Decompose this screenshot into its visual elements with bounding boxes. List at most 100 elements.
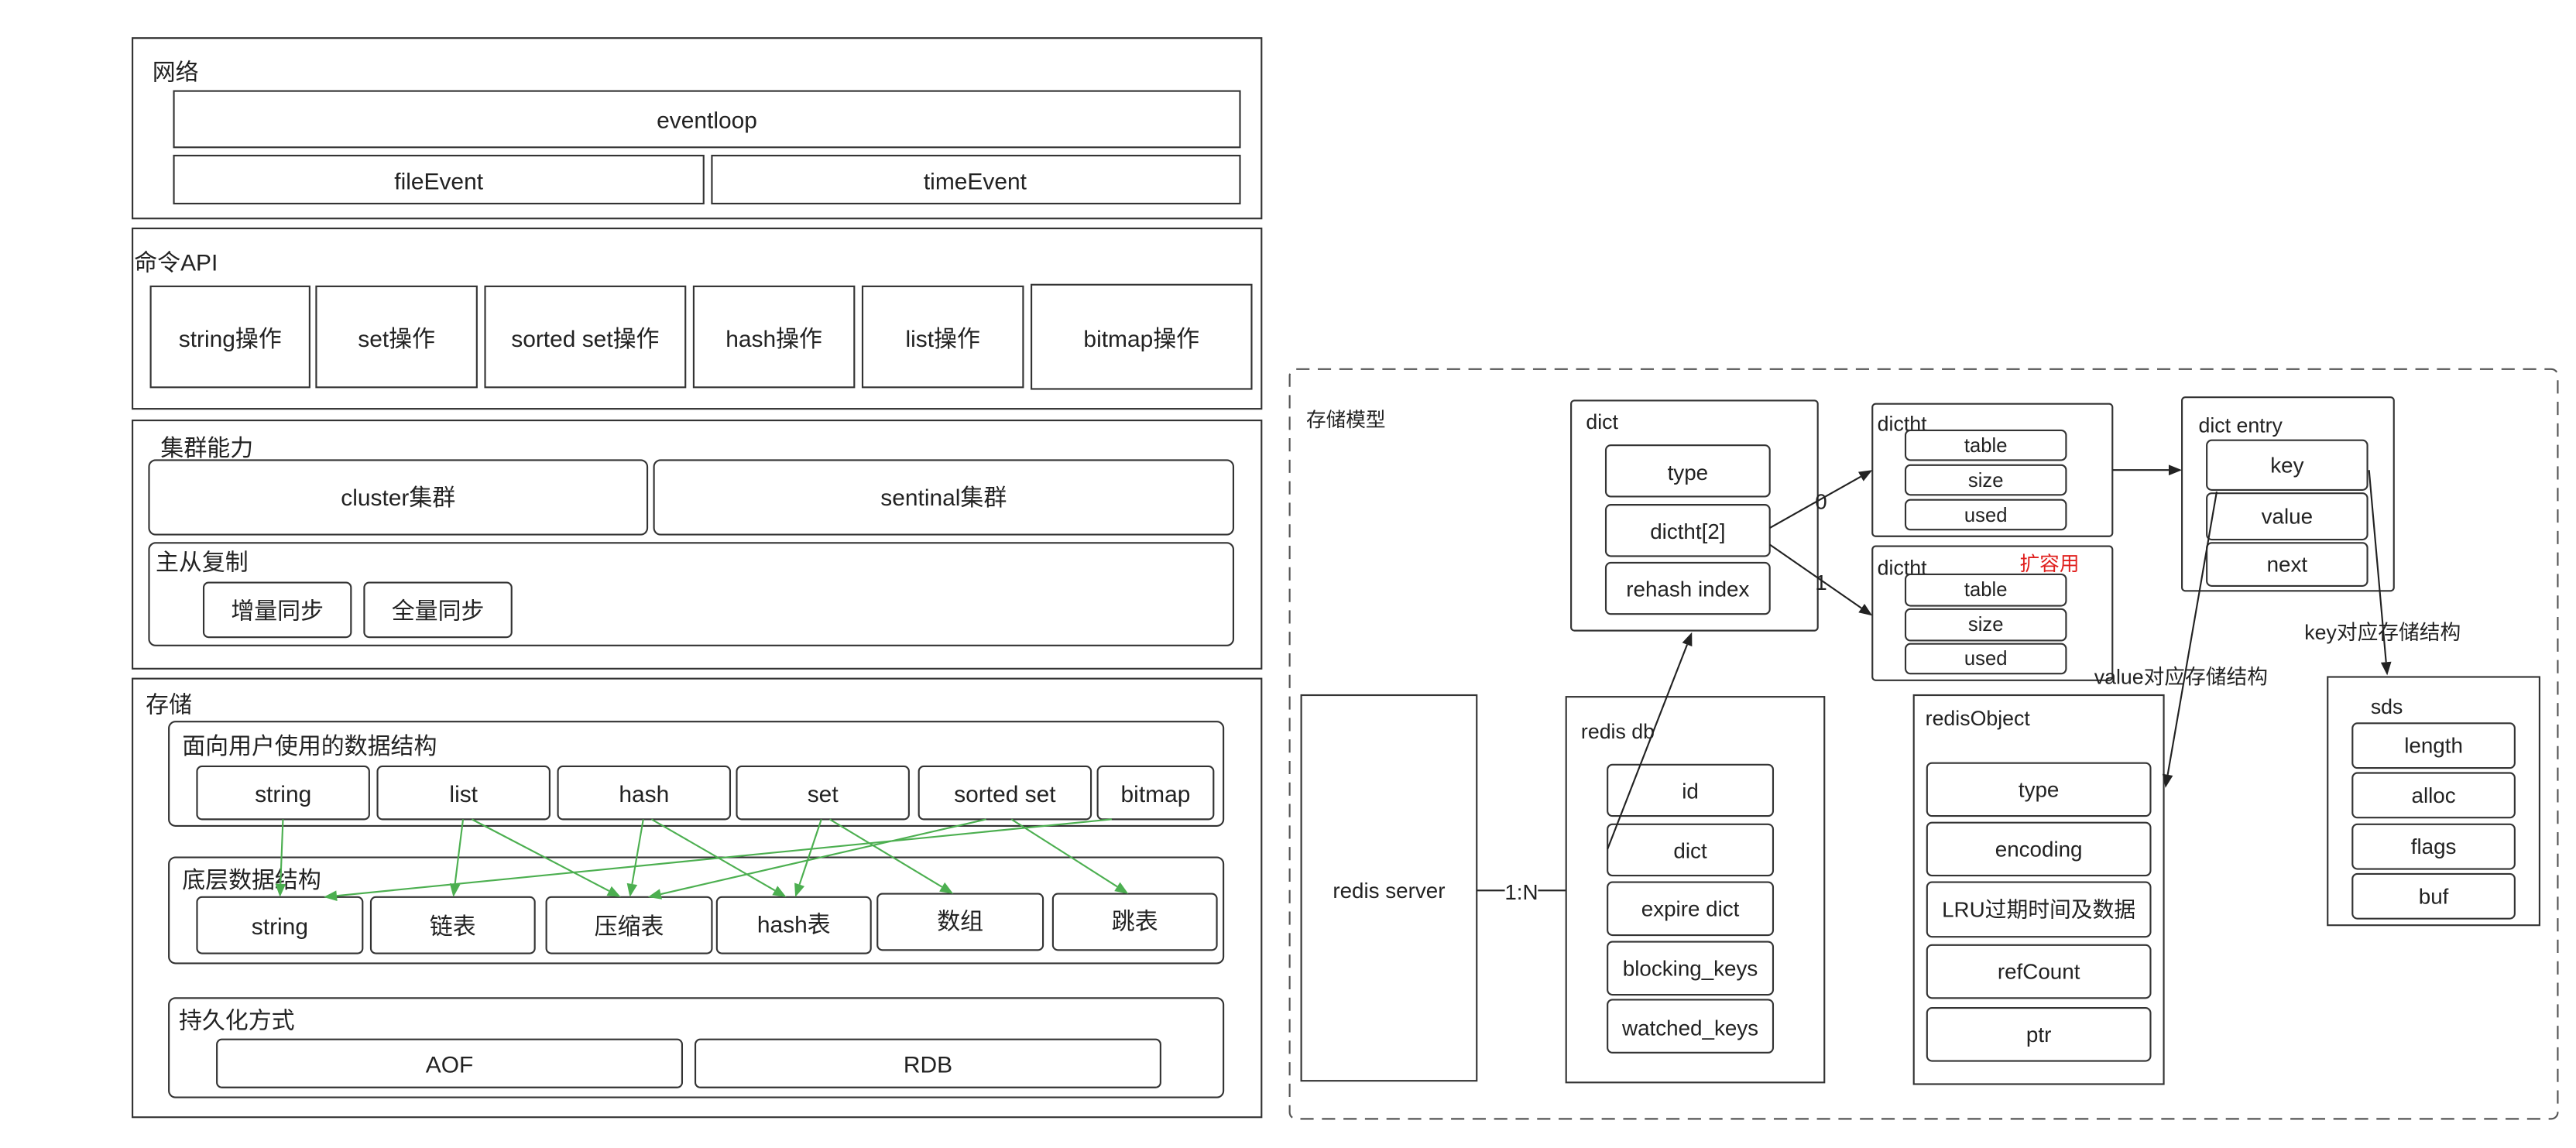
db-expire-dict-field: expire dict [1607, 881, 1775, 937]
entry-next-label: next [2267, 553, 2308, 577]
object-encoding-field: encoding [1926, 821, 2152, 877]
replication-group: 主从复制 增量同步 全量同步 [148, 542, 1235, 646]
redis-object-box: redisObject type encoding LRU过期时间及数据 ref… [1912, 694, 2165, 1085]
redis-server-outline [1300, 694, 1478, 1082]
db-dict-label: dict [1673, 838, 1707, 862]
arrow-head [1857, 470, 1873, 481]
db-expire-dict-outline [1607, 881, 1775, 937]
string-ops-label: string操作 [179, 327, 282, 352]
dict-type-label: type [1668, 461, 1709, 485]
cluster-frame [132, 420, 1263, 670]
relation-label: 1:N [1504, 880, 1538, 904]
mapping-arrow [650, 818, 787, 897]
db-blocking-keys-outline [1607, 941, 1775, 996]
db-blocking-keys-field: blocking_keys [1607, 941, 1775, 996]
hash-ops-outline [692, 285, 856, 389]
cluster-title: 集群能力 [160, 436, 253, 461]
dictht-primary-used-label: used [1964, 505, 2008, 526]
mapping-arrows [275, 818, 1129, 901]
dictht-primary-used-field: used [1904, 499, 2067, 531]
arrow-head [323, 890, 338, 901]
aof-label: AOF [426, 1052, 474, 1078]
object-lru-label: LRU过期时间及数据 [1942, 897, 2135, 921]
dictht-slot0-arrow [1769, 470, 1873, 529]
command-api-frame [132, 227, 1263, 410]
dict-entry-box: dict entry key value next [2181, 396, 2395, 592]
storage-frame [132, 677, 1263, 1119]
db-dict-field: dict [1607, 823, 1775, 877]
storage-model-title: 存储模型 [1306, 409, 1386, 431]
object-type-field: type [1926, 762, 2152, 817]
dictht-to-entry-arrow [2112, 464, 2183, 476]
linked-list-box: 链表 [369, 896, 536, 954]
arrow-head [1114, 882, 1129, 894]
skiplist-box: 跳表 [1051, 893, 1218, 951]
underlying-string-label: string [252, 914, 308, 940]
slot0-label: 0 [1815, 489, 1827, 513]
dictht-primary-table-field: table [1904, 429, 2067, 461]
dictht-rehash-used-field: used [1904, 643, 2067, 675]
linked-list-outline [369, 896, 536, 954]
eventloop-box: eventloop [173, 90, 1241, 149]
dict-dictht-label: dictht[2] [1650, 519, 1725, 543]
time-event-outline [711, 154, 1241, 205]
dictht-rehash-note: 扩容用 [2020, 553, 2080, 575]
set-ops-box: set操作 [315, 285, 478, 389]
arrow-head [772, 886, 787, 897]
dict-type-outline [1604, 444, 1771, 498]
mapping-arrow [829, 818, 954, 894]
sds-box: sds length alloc flags buf [2327, 676, 2540, 927]
ziplist-box: 压缩表 [545, 896, 713, 954]
user-sorted-set-outline [918, 765, 1092, 821]
hashtable-outline [715, 896, 872, 954]
underlying-structures-group: 底层数据结构 string 链表 压缩表 hash表 数组 [168, 856, 1225, 965]
value-link-label: value对应存储结构 [2094, 665, 2268, 688]
object-lru-outline [1926, 881, 2152, 938]
user-set-box: set [736, 765, 910, 821]
dict-dictht-outline [1604, 504, 1771, 557]
sds-flags-outline [2351, 823, 2516, 870]
rdb-label: RDB [904, 1052, 952, 1078]
array-label: 数组 [937, 909, 983, 934]
incremental-sync-label: 增量同步 [231, 599, 324, 625]
user-hash-label: hash [619, 782, 669, 807]
sentinel-box: sentinal集群 [653, 459, 1235, 536]
arrow-head [606, 886, 621, 897]
sorted-set-ops-outline [484, 285, 687, 389]
db-watched-keys-label: watched_keys [1621, 1016, 1758, 1040]
object-refcount-field: refCount [1926, 944, 2152, 999]
underlying-structures-title: 底层数据结构 [182, 868, 321, 893]
linked-list-label: 链表 [430, 914, 476, 940]
arrow-head [449, 883, 461, 897]
db-id-field: id [1607, 763, 1775, 817]
persistence-title: 持久化方式 [179, 1009, 295, 1034]
arrow-head [2168, 464, 2183, 476]
dictht-rehash-table-field: table [1904, 573, 2067, 607]
array-box: 数组 [876, 893, 1044, 951]
arrow-shaft [1607, 644, 1688, 850]
db-id-outline [1607, 763, 1775, 817]
ziplist-label: 压缩表 [595, 914, 664, 940]
string-ops-outline [149, 285, 310, 389]
underlying-string-box: string [196, 896, 364, 954]
aof-outline [216, 1038, 684, 1088]
network-section: 网络 eventloop fileEvent timeEvent [132, 37, 1263, 220]
mapping-arrow [471, 818, 621, 897]
dict-rehash-field: rehash index [1604, 561, 1771, 615]
entry-next-field: next [2206, 542, 2368, 587]
arrow-head [794, 882, 805, 897]
db-blocking-keys-label: blocking_keys [1623, 956, 1758, 980]
arrow-head [626, 882, 638, 897]
dict-rehash-label: rehash index [1626, 577, 1749, 601]
arrow-shaft [280, 819, 284, 884]
bitmap-ops-box: bitmap操作 [1031, 283, 1253, 390]
arrow-shaft [798, 819, 822, 885]
sds-length-outline [2351, 722, 2516, 769]
bitmap-ops-outline [1031, 283, 1253, 390]
value-to-object-arrow [2162, 491, 2218, 788]
entry-value-outline [2206, 492, 2368, 541]
array-outline [876, 893, 1044, 951]
user-sorted-set-box: sorted set [918, 765, 1092, 821]
entry-next-outline [2206, 542, 2368, 587]
slot1-label: 1 [1815, 571, 1827, 595]
